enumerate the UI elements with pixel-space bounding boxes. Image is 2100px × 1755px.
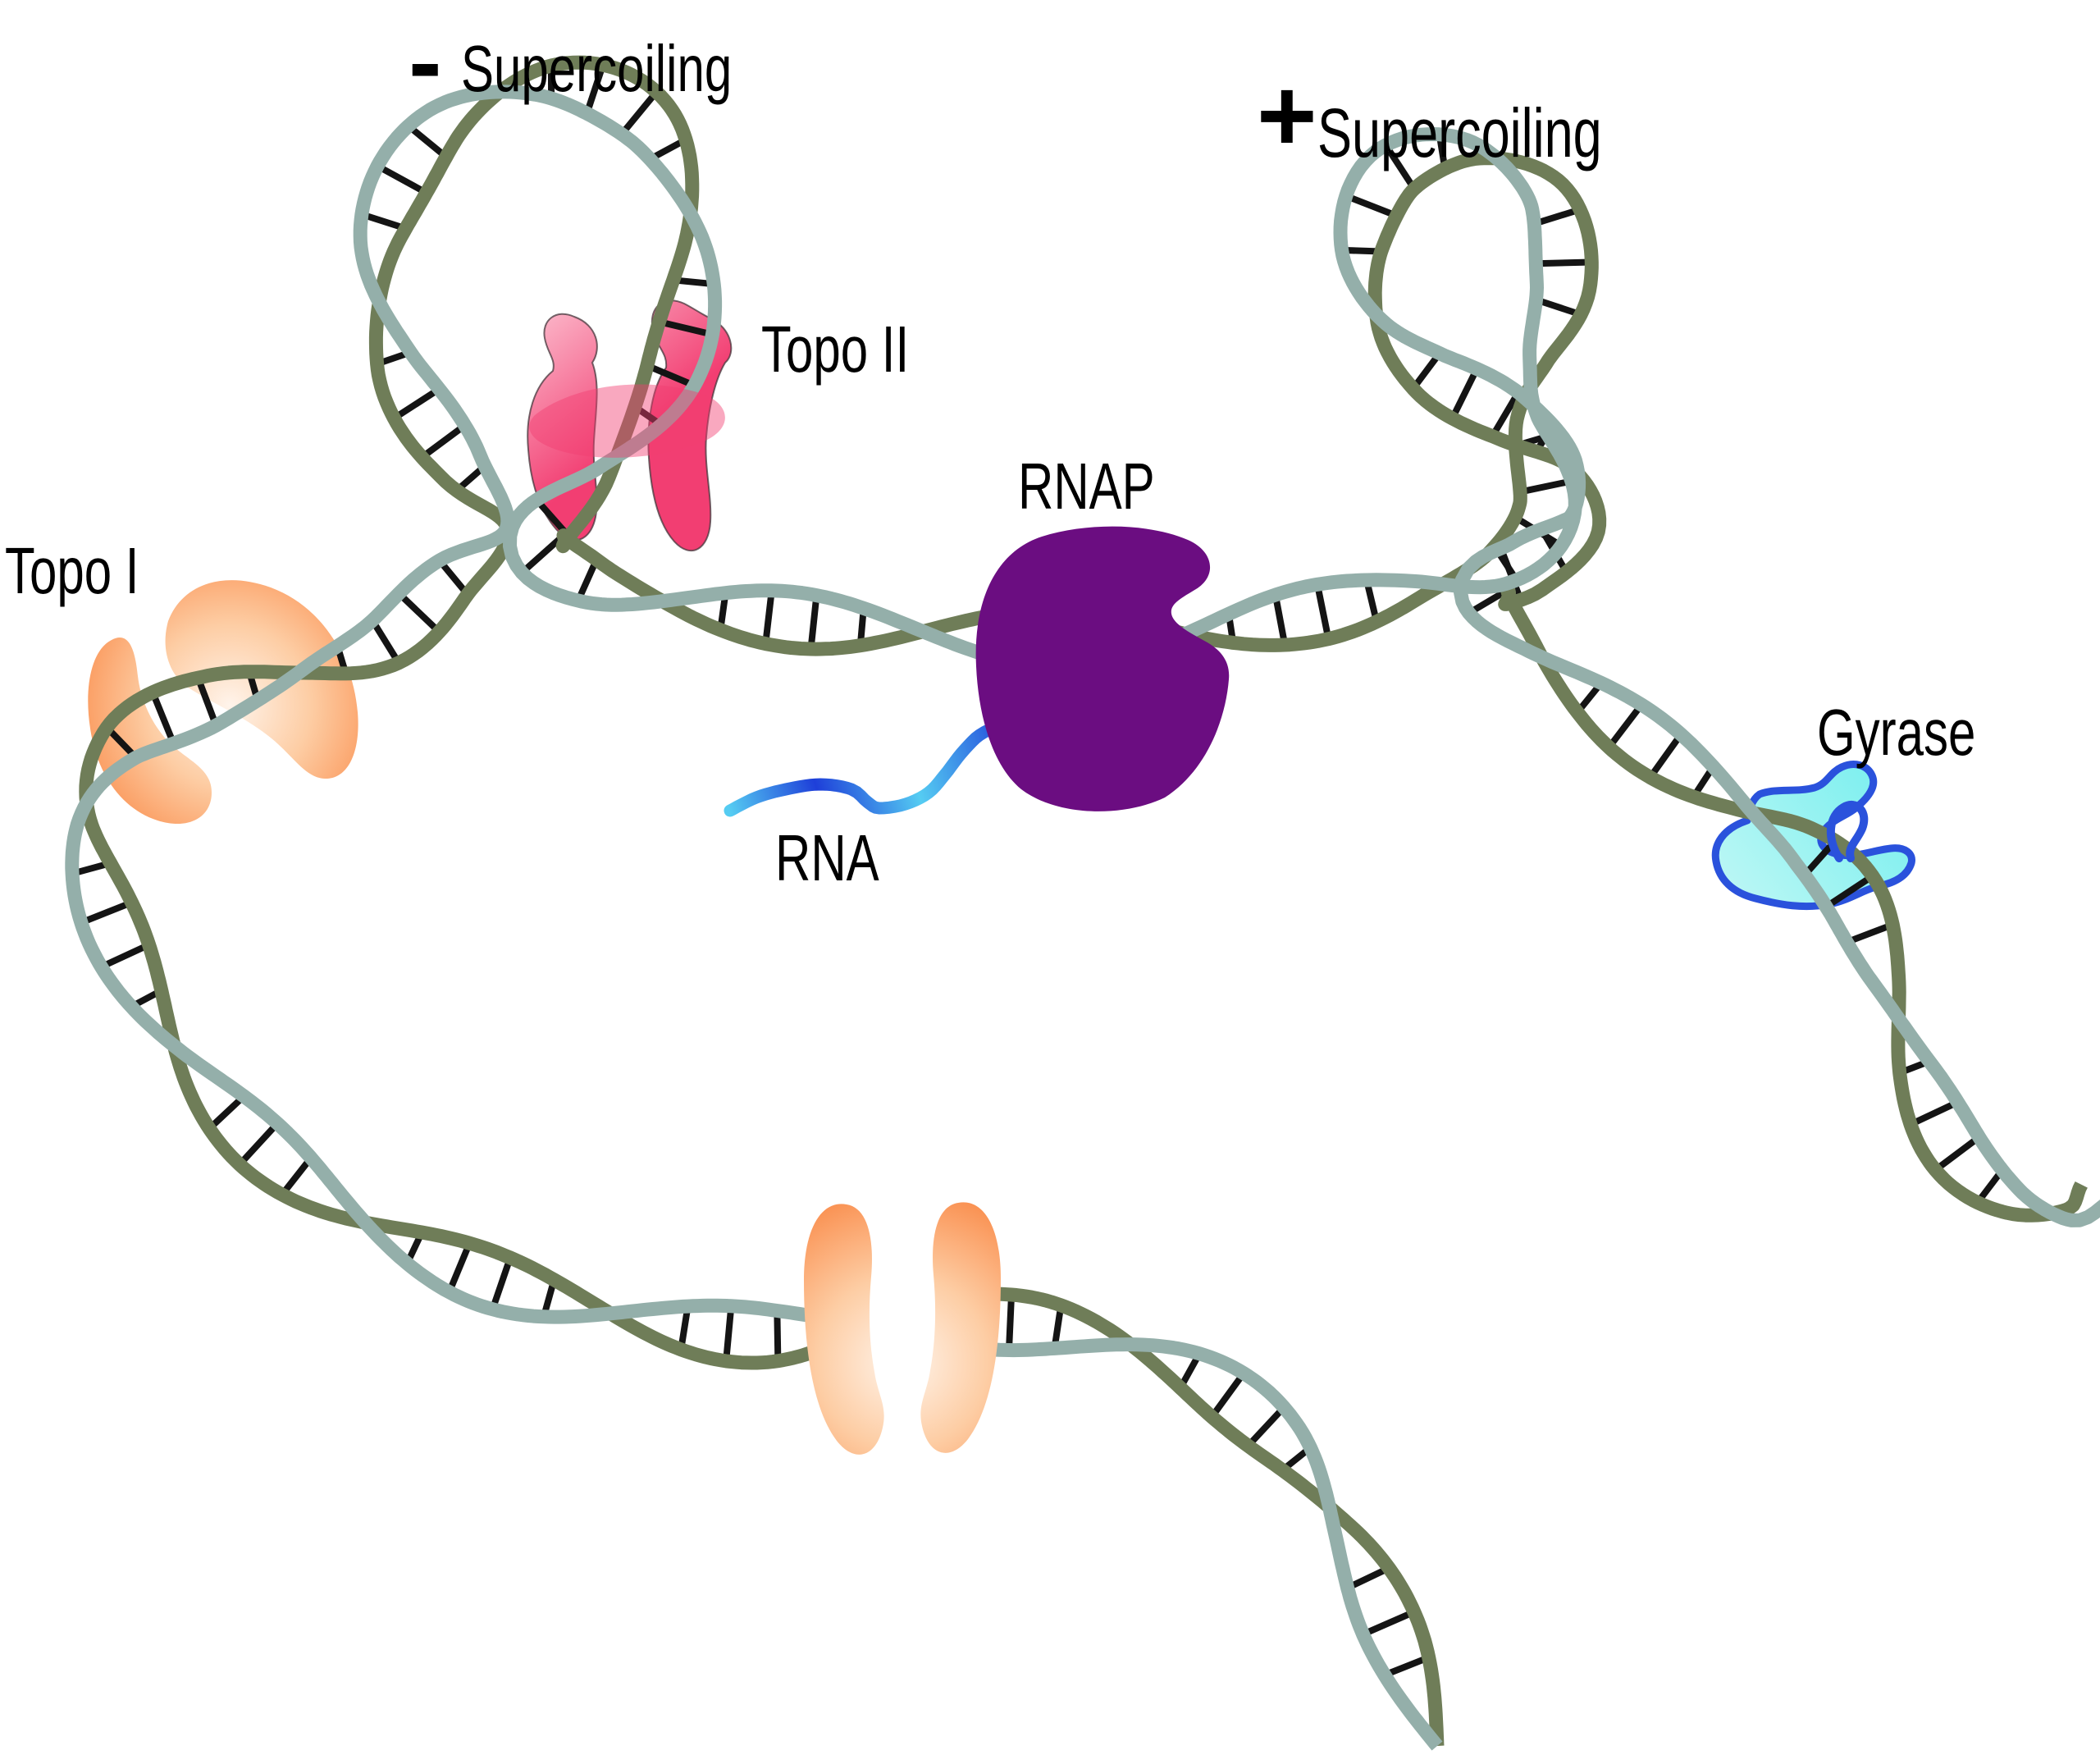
dna-base-pair-rungs bbox=[74, 67, 2003, 1677]
negative-supercoiling-label: Supercoiling bbox=[461, 32, 733, 105]
dna-strand-sage bbox=[65, 85, 2100, 1751]
topo-ii-clamp-band bbox=[529, 384, 725, 458]
rna-strand bbox=[724, 717, 1022, 817]
gyrase-label: Gyrase bbox=[1817, 696, 1976, 769]
topo-clamp-protein-bottom bbox=[804, 1202, 1001, 1455]
positive-supercoiling-label: Supercoiling bbox=[1317, 94, 1602, 171]
rnap-protein bbox=[975, 526, 1230, 811]
topo-ii-label: Topo II bbox=[761, 313, 910, 386]
gyrase-curl bbox=[1826, 801, 1869, 862]
dna-double-helix bbox=[65, 55, 2100, 1751]
rna-label: RNA bbox=[775, 821, 879, 894]
minus-sign: - bbox=[409, 6, 442, 117]
plus-sign: + bbox=[1257, 57, 1317, 173]
topo-i-label: Topo I bbox=[5, 534, 139, 607]
rnap-label: RNAP bbox=[1018, 450, 1155, 523]
